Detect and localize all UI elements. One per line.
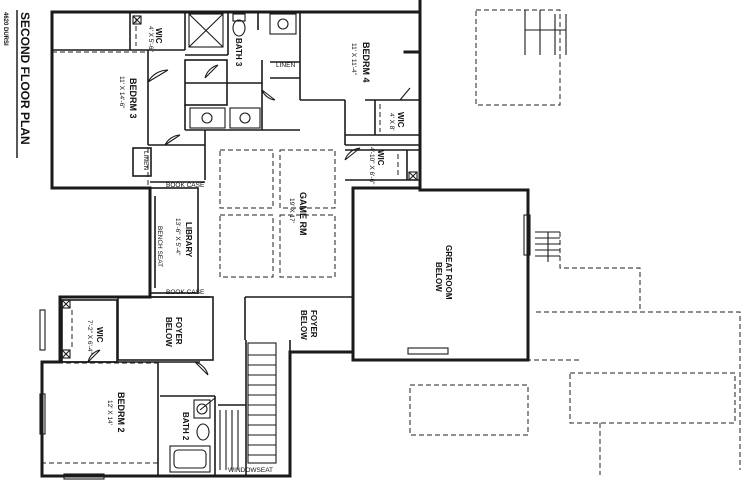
sink-basin-left — [201, 112, 213, 124]
door-linen — [164, 134, 181, 146]
label-foyer-left: FOYER — [174, 317, 183, 345]
game-room-ceiling — [219, 149, 336, 278]
door-wic-right — [399, 87, 411, 101]
toilet-bowl — [232, 19, 246, 37]
dims-library: 13'-6" X 5'-4" — [174, 218, 181, 256]
label-bedrm2: BEDRM 2 — [116, 392, 126, 433]
label-wic-mid: WIC — [376, 150, 385, 166]
dims-wic-right: 4' X 8' — [388, 113, 395, 131]
bath2-toilet — [196, 423, 210, 441]
deck-railing-mid — [535, 231, 560, 262]
dashed-outline-bottom-right — [569, 372, 736, 424]
interior-walls — [42, 12, 420, 476]
label-bench-seat: BENCH SEAT — [156, 226, 163, 267]
fixtures — [39, 13, 531, 480]
label-windowseat: WINDOWSEAT — [228, 467, 273, 474]
below-outlines — [41, 9, 741, 475]
dashed-outline-top-right — [475, 9, 561, 106]
dashed-outline-bedrm2 — [41, 362, 159, 464]
label-linen-top: LINEN — [276, 62, 295, 69]
exterior-walls — [40, 0, 530, 478]
door-bedrm2 — [194, 361, 209, 376]
label-library: LIBRARY — [184, 222, 193, 258]
door-bath3 — [204, 64, 219, 79]
label-great-room: GREAT ROOM — [444, 245, 453, 300]
room-labels: WIC 4' X 5'-6" BATH 3 LINEN BEDRM 4 11' … — [86, 26, 453, 474]
door-bedrm4 — [261, 89, 276, 101]
window-great-room-side — [523, 214, 531, 256]
dims-bedrm3: 11' X 14'-6" — [118, 76, 125, 109]
plan-subtitle: 4620 DURSI — [2, 12, 8, 46]
label-wic-top: WIC — [154, 28, 163, 44]
sink-counter — [269, 13, 297, 35]
dashed-outline-great-room — [527, 190, 580, 361]
toilet-tank — [232, 13, 246, 22]
dims-bedrm2: 12' X 14' — [106, 400, 113, 425]
label-wic-bottom: WIC — [95, 327, 104, 343]
label-bedrm3: BEDRM 3 — [128, 78, 138, 119]
doors — [87, 64, 411, 411]
bath2-sink — [196, 403, 208, 415]
door-wic-mid — [344, 147, 361, 161]
window-great-room — [407, 347, 449, 355]
label-wic-right: WIC — [396, 112, 405, 128]
shower — [188, 13, 224, 48]
note-foyer-right: BELOW — [299, 310, 308, 340]
bath2-tub — [169, 445, 211, 473]
dashed-outline-step — [559, 232, 641, 310]
note-foyer-left: BELOW — [164, 317, 173, 347]
label-bedrm4: BEDRM 4 — [361, 42, 371, 83]
label-bath2: BATH 2 — [181, 412, 190, 441]
title-block: SECOND FLOOR PLAN 4620 DURSI — [2, 10, 32, 158]
label-foyer-right: FOYER — [309, 310, 318, 338]
dims-bedrm4: 11' X 11'-4" — [350, 43, 357, 76]
door-bath2 — [199, 397, 216, 411]
label-linen-left: LINEN — [142, 151, 149, 170]
label-bookcase-bottom: BOOK CASE — [166, 289, 205, 296]
sink-basin — [277, 18, 289, 30]
dims-game-rm: 19' X 17' — [288, 198, 295, 223]
dims-wic-mid: 4'-10" X 6'-6" — [368, 147, 375, 185]
note-great-room: BELOW — [434, 262, 443, 292]
sink-basin-right — [239, 112, 251, 124]
label-bookcase-top: BOOK CASE — [166, 182, 205, 189]
dashed-outline-porch — [536, 311, 741, 470]
door-bedrm3 — [147, 69, 169, 83]
door-wic-bottom — [87, 349, 101, 363]
dims-wic-bottom: 7'-2" X 6'-4" — [86, 320, 93, 355]
label-bath3: BATH 3 — [234, 38, 243, 67]
label-game-rm: GAME RM — [298, 192, 308, 236]
dashed-outline-bottom-left — [409, 384, 529, 436]
deck-railing-top — [524, 10, 567, 55]
staircase — [219, 342, 277, 470]
dims-wic-top: 4' X 5'-6" — [147, 26, 154, 52]
plan-title: SECOND FLOOR PLAN — [18, 12, 32, 145]
